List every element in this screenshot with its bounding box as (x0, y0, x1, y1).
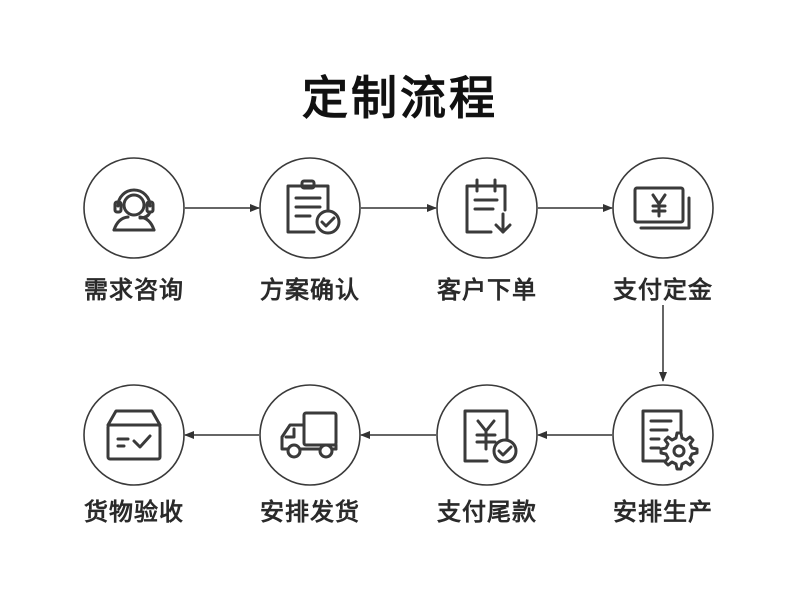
page-title: 定制流程 (302, 71, 498, 125)
step-label-2: 方案确认 (260, 276, 360, 304)
step-label-6: 支付尾款 (437, 498, 537, 526)
step-label-4: 支付定金 (613, 276, 713, 304)
step-label-5: 安排生产 (613, 498, 713, 526)
yuan-cards-icon (633, 186, 691, 230)
yuan-document-check-icon (463, 409, 518, 464)
step-8-circle (83, 384, 185, 486)
step-5-circle (612, 384, 714, 486)
document-gear-icon (641, 409, 699, 471)
delivery-truck-icon (280, 411, 338, 459)
step-label-1: 需求咨询 (84, 276, 184, 304)
step-1-circle (83, 157, 185, 259)
step-label-7: 安排发货 (260, 498, 360, 526)
clipboard-check-icon (286, 179, 341, 235)
step-label-8: 货物验收 (84, 498, 184, 526)
headset-person-icon (112, 188, 156, 232)
package-check-icon (106, 409, 162, 461)
order-download-icon (465, 178, 512, 234)
step-label-3: 客户下单 (437, 276, 537, 304)
step-7-circle (259, 384, 361, 486)
connectors (184, 204, 667, 439)
